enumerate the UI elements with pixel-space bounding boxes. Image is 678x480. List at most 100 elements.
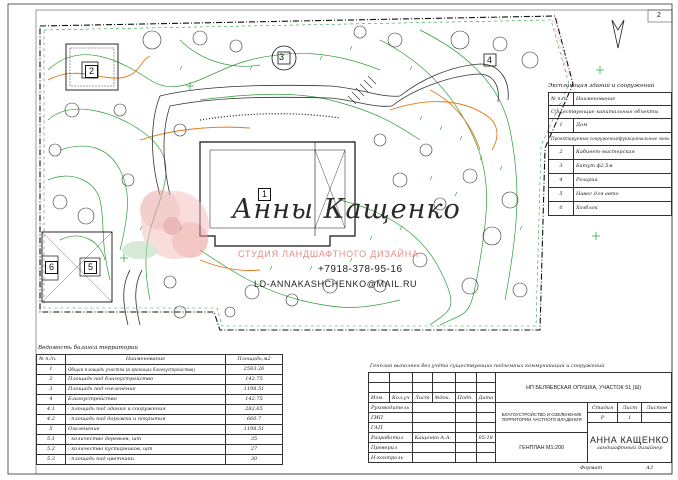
explication-row-num: 2 — [548, 144, 574, 160]
balance-row-num: 3 — [36, 383, 66, 395]
balance-row-name: Благоустройство — [65, 393, 226, 405]
balance-panel: Ведомость баланса территории № п./п. Наи… — [36, 345, 283, 465]
explication-row-num: 6 — [548, 200, 574, 216]
project-code: НП БЕЛЯЕВСКАЯ ОПУШКА, УЧАСТОК 51 (Ш) — [495, 372, 672, 403]
watermark-subtitle: СТУДИЯ ЛАНДШАФТНОГО ДИЗАЙНА — [238, 249, 419, 259]
paths — [123, 63, 509, 326]
format-label: Формат — [580, 465, 603, 471]
balance-title: Ведомость баланса территории — [38, 345, 139, 351]
balance-row-area: 2583.26 — [225, 363, 283, 375]
role-label: Н.контроль — [368, 452, 413, 463]
balance-row-num: 5.1 — [36, 433, 66, 445]
balance-col-area: Площадь,м2 — [225, 353, 283, 365]
balance-row-area: 142.75 — [225, 393, 283, 405]
balance-row-area: 30 — [225, 453, 283, 465]
role-name — [411, 452, 456, 463]
balance-row-num: 5.2 — [36, 443, 66, 455]
explication-row-name: Розарий — [572, 172, 673, 188]
explication-row-name: Дом — [572, 117, 673, 133]
change-header-izm: Изм. — [368, 392, 390, 403]
explication-row-name: Хозблок — [572, 200, 673, 216]
balance-row-area: 142.75 — [225, 373, 283, 385]
change-header-list: Лист — [411, 392, 433, 403]
explication-panel: Экспликация зданий и сооружений № п./п. … — [547, 83, 673, 216]
balance-row-num: 4 — [36, 393, 66, 405]
explication-row-num: 1 — [548, 117, 574, 133]
stage-value: Р — [586, 412, 619, 423]
balance-row-name: - площадь под здания и сооружения — [65, 403, 226, 415]
role-name — [411, 442, 456, 453]
page-number: 2 — [657, 12, 661, 19]
role-label: ГИП — [368, 412, 413, 423]
balance-row-name: Общая площадь участка (в границах благоу… — [65, 363, 226, 375]
role-label: Разработал — [368, 432, 413, 443]
stage-label: Стадия — [586, 402, 619, 413]
role-label: Проверил — [368, 442, 413, 453]
explication-col-name: Наименование — [572, 91, 673, 106]
watermark-phone: +7918-378-95-16 — [318, 264, 403, 275]
building-marker-5: 5 — [84, 261, 98, 274]
role-name — [411, 422, 456, 433]
watermark-rose — [122, 190, 209, 259]
balance-row-name: - количество деревьев, шт — [65, 433, 226, 445]
survey-crosses — [120, 66, 604, 262]
balance-row-num: 1 — [36, 363, 66, 375]
building-marker-1: 1 — [258, 188, 272, 201]
balance-row-num: 5 — [36, 423, 66, 435]
balance-row-num: 4.2 — [36, 413, 66, 425]
change-header-date: Дата — [475, 392, 497, 403]
lawn-marks — [139, 45, 523, 271]
title-block: НП БЕЛЯЕВСКАЯ ОПУШКА, УЧАСТОК 51 (Ш) Изм… — [368, 372, 673, 472]
role-date — [475, 412, 497, 423]
title-block-table: НП БЕЛЯЕВСКАЯ ОПУШКА, УЧАСТОК 51 (Ш) Изм… — [368, 372, 673, 463]
explication-row-name: Батут ф2.5м — [572, 158, 673, 174]
firm-role: ландшафтный дизайнер — [596, 444, 663, 451]
balance-row-name: - количество кустарников, шт — [65, 443, 226, 455]
role-date: 05.18 — [475, 432, 497, 443]
house-outline — [199, 141, 356, 247]
balance-row-name: Озеленение — [65, 423, 226, 435]
format-value: А3 — [646, 465, 653, 471]
explication-col-num: № п./п. — [548, 91, 574, 106]
balance-row-area: 1198.51 — [225, 423, 283, 435]
tree-symbols — [48, 25, 539, 319]
role-name — [411, 412, 456, 423]
north-arrow-icon — [611, 19, 625, 49]
page-number-box — [647, 9, 673, 23]
explication-section-capital: Существующие капитальные объекты — [547, 104, 673, 119]
balance-row-area: 660.7 — [225, 413, 283, 425]
explication-section-planned: Проектируемые сооружения/функциональные … — [547, 131, 673, 146]
building-marker-4: 4 — [487, 55, 493, 65]
balance-col-num: № п./п. — [36, 353, 66, 365]
role-date — [475, 452, 497, 463]
balance-row-area: 35 — [225, 433, 283, 445]
balance-col-name: Наименование — [65, 353, 226, 365]
project-title: БЛАГОУСТРОЙСТВО И ОЗЕЛЕНЕНИЕ ТЕРРИТОРИИ … — [495, 402, 588, 433]
stairs — [347, 75, 377, 105]
role-label: Руководитель — [368, 402, 413, 413]
role-name — [411, 402, 456, 413]
site-boundary — [39, 15, 574, 331]
explication-row-num: 4 — [548, 172, 574, 188]
balance-row-num: 4.1 — [36, 403, 66, 415]
building-marker-6: 6 — [45, 261, 59, 274]
object-2-outline — [65, 43, 119, 91]
explication-row-name: Навес для авто — [572, 186, 673, 202]
balance-row-name: Площадь под озеленение — [65, 383, 226, 395]
balance-row-area: 282.65 — [225, 403, 283, 415]
balance-row-area: 1198.51 — [225, 383, 283, 395]
inner-frame — [35, 9, 673, 475]
role-name: Кащенко А.А. — [411, 432, 456, 443]
walkway-dotted — [199, 113, 341, 121]
change-header-doc: №док. — [431, 392, 456, 403]
explication-table: № п./п. Наименование Существующие капита… — [547, 91, 673, 216]
contour-lines-orange — [47, 55, 498, 271]
role-date — [475, 402, 497, 413]
role-date — [475, 442, 497, 453]
object-3-outline — [271, 45, 297, 71]
balance-row-area: 27 — [225, 443, 283, 455]
balance-row-num: 2 — [36, 373, 66, 385]
